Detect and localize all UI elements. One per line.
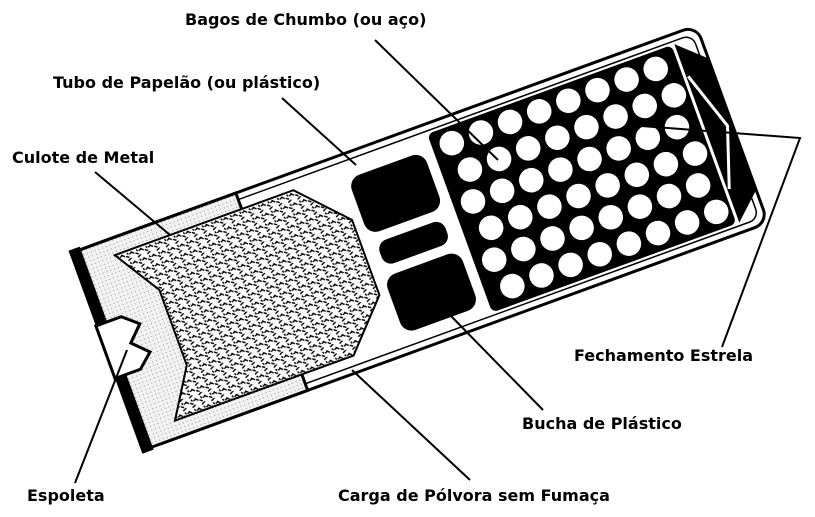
leader-primer <box>75 350 127 483</box>
leader-base <box>95 172 170 235</box>
label-powder: Carga de Pólvora sem Fumaça <box>338 487 610 505</box>
label-wad: Bucha de Plástico <box>522 415 682 433</box>
label-primer: Espoleta <box>27 487 105 505</box>
label-tube: Tubo de Papelão (ou plástico) <box>53 74 320 92</box>
label-crimp: Fechamento Estrela <box>574 347 753 365</box>
label-base: Culote de Metal <box>12 149 154 167</box>
leader-wad <box>450 315 543 410</box>
label-shot: Bagos de Chumbo (ou aço) <box>185 11 426 29</box>
leader-powder <box>352 370 470 480</box>
leader-tube <box>282 98 356 165</box>
